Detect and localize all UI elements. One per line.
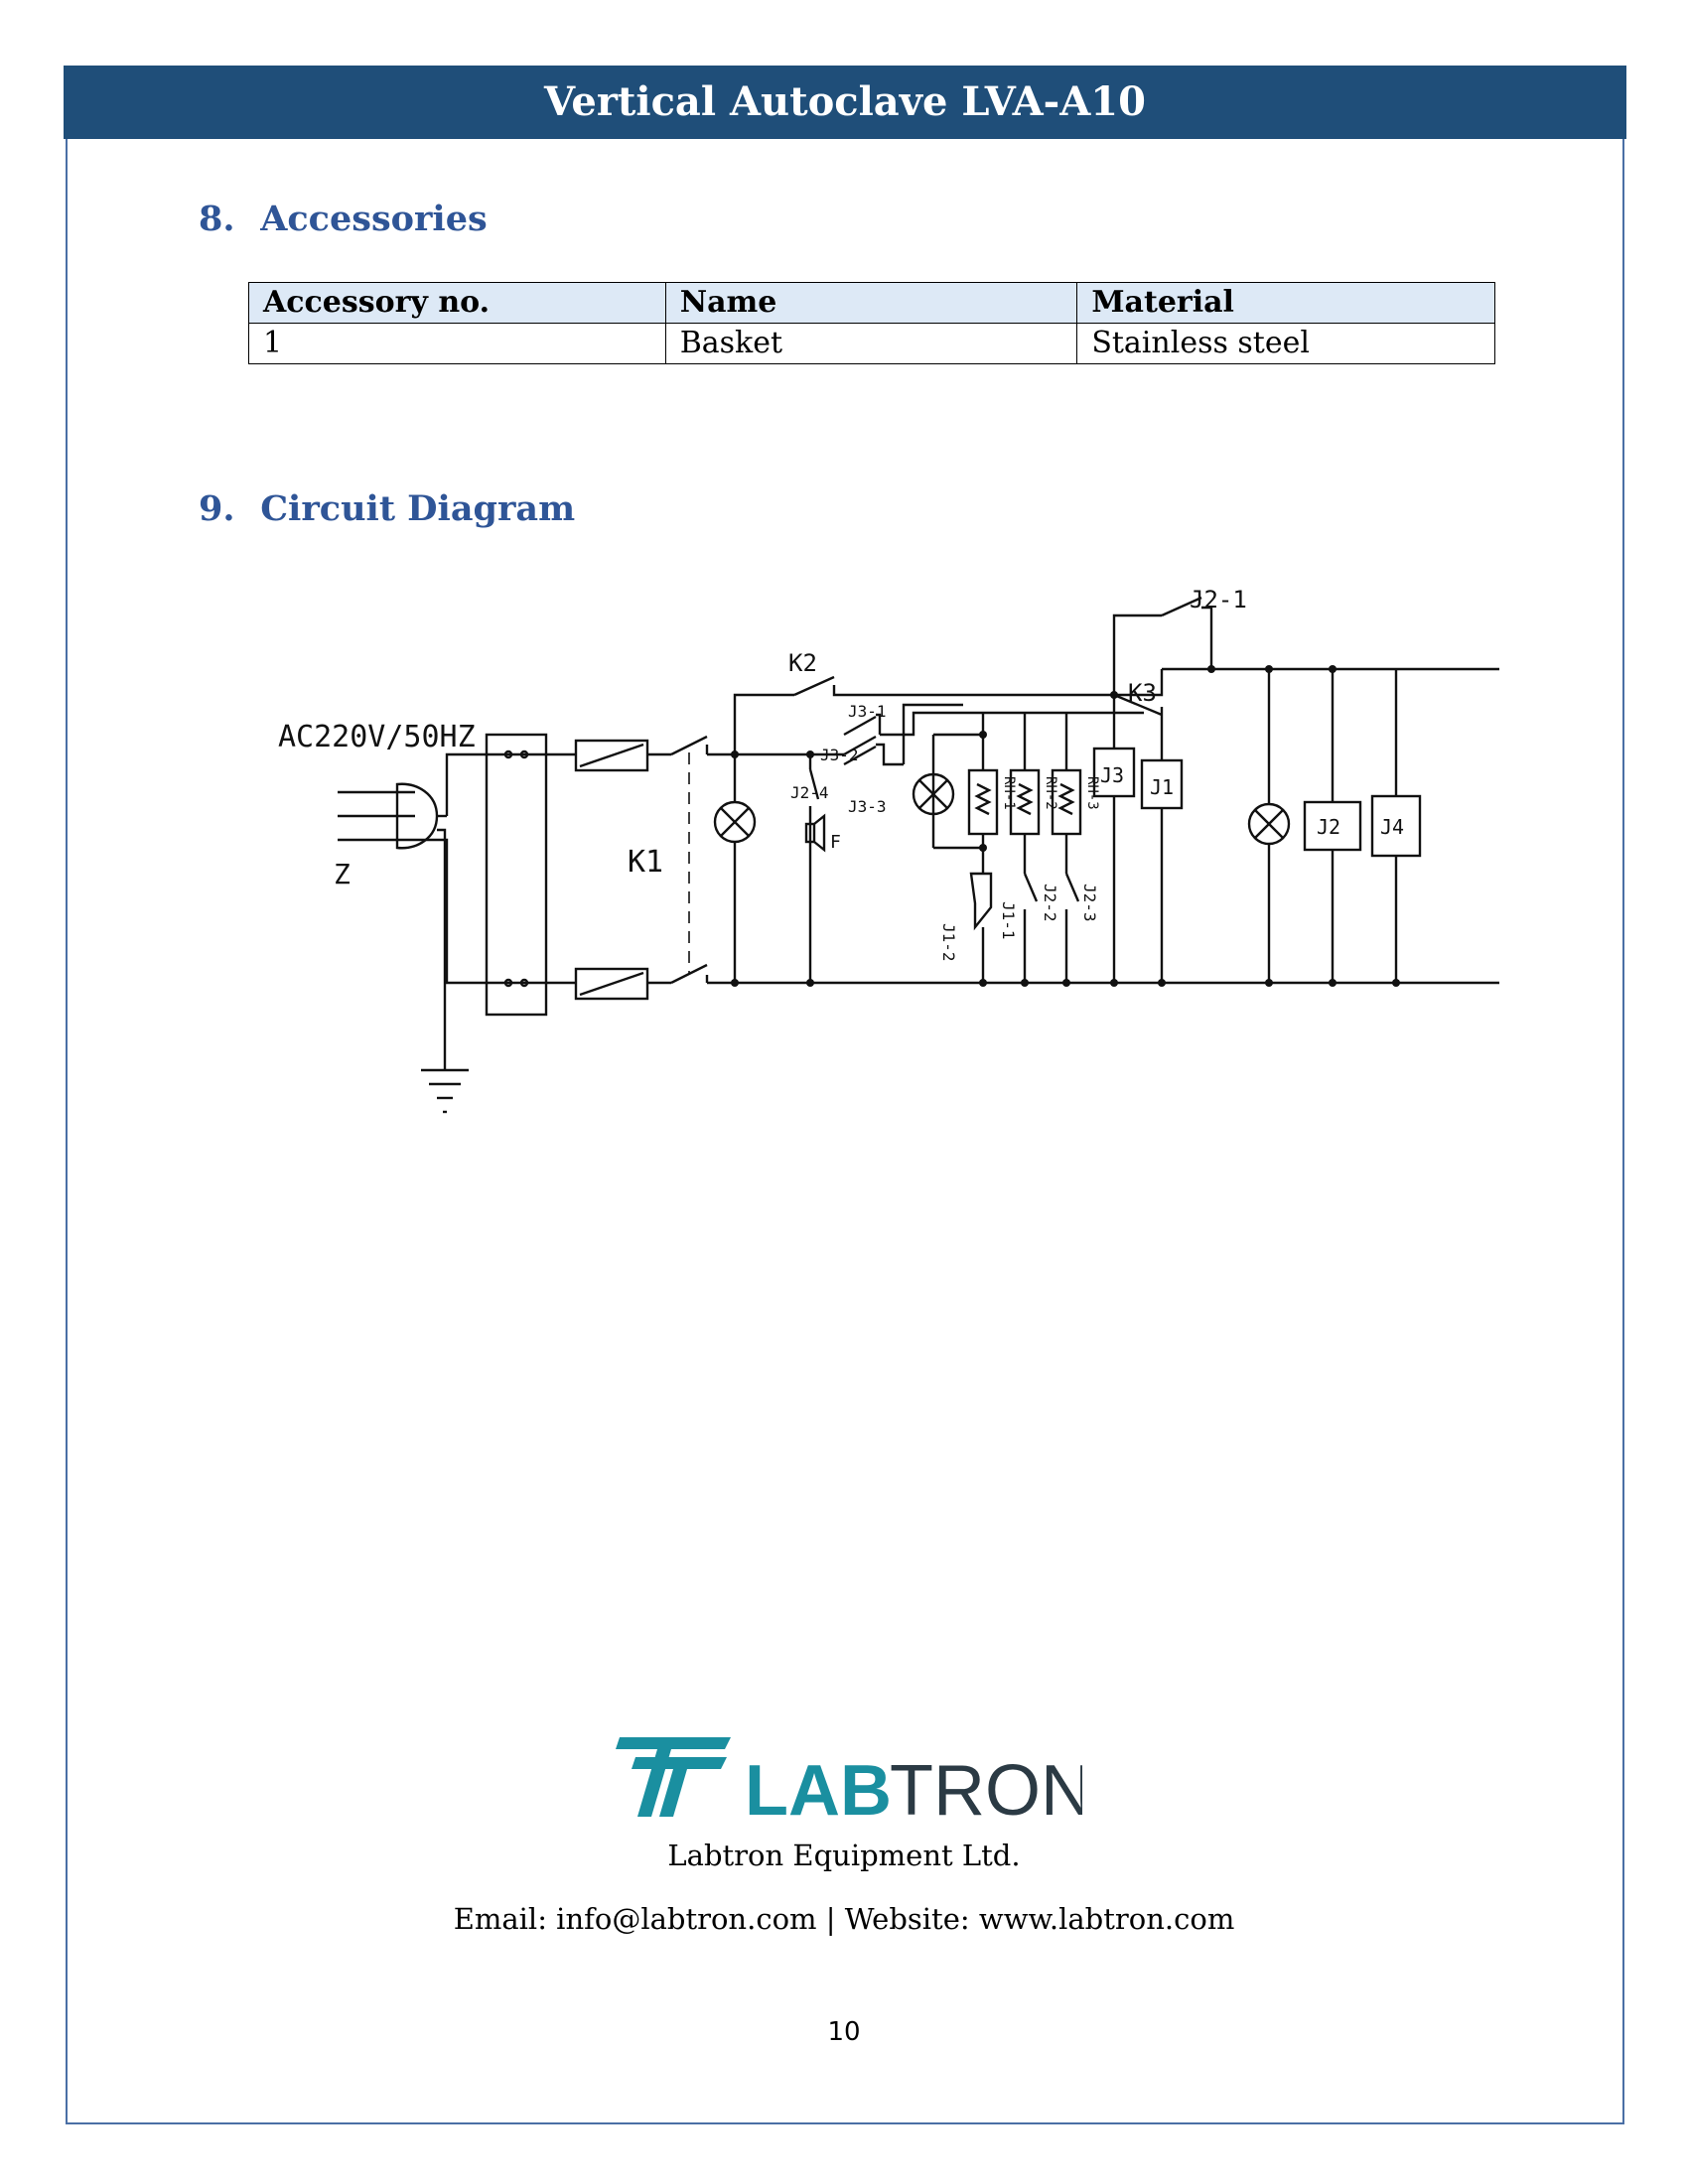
- label-j1: J1: [1150, 775, 1174, 799]
- label-j2: J2: [1317, 815, 1340, 839]
- label-j2-1: J2-1: [1190, 586, 1247, 614]
- page-header-banner: Vertical Autoclave LVA-A10: [64, 66, 1626, 139]
- label-k1: K1: [628, 845, 663, 880]
- label-j3-2: J3-2: [820, 746, 859, 764]
- relay-coils-j3-j1: [1092, 695, 1184, 983]
- label-rh-1: RH-1: [1001, 776, 1017, 810]
- accessories-table: Accessory no. Name Material 1 Basket Sta…: [248, 282, 1495, 364]
- label-j2-4: J2-4: [790, 783, 829, 802]
- table-cell: Stainless steel: [1076, 323, 1495, 364]
- labtron-logo: LAB TRON: [616, 1735, 1092, 1831]
- section-title-circuit-diagram: 9. Circuit Diagram: [199, 488, 575, 529]
- column-header: Material: [1076, 282, 1495, 324]
- label-j3-1: J3-1: [848, 702, 887, 721]
- plug-symbol: [338, 752, 487, 1062]
- right-branch: [1247, 669, 1422, 983]
- circuit-diagram: AC220V/50HZ Z K1 K2 K3 J2-1 J3-1 J3-2 J3…: [268, 586, 1529, 1142]
- labtron-logo-mark: LAB TRON: [616, 1737, 1092, 1831]
- label-plug: Z: [334, 858, 351, 890]
- fuse-bottom: [574, 967, 671, 1001]
- indicator-lamp: [713, 754, 757, 983]
- table-header-row: Accessory no. Name Material: [248, 282, 1495, 324]
- label-j1-2: J1-2: [939, 923, 958, 962]
- ground-symbol: [421, 1062, 469, 1114]
- circuit-diagram-svg: AC220V/50HZ Z K1 K2 K3 J2-1 J3-1 J3-2 J3…: [278, 586, 1499, 1114]
- heater-block: [904, 711, 1144, 983]
- logo-text-tron: TRON: [890, 1751, 1082, 1825]
- label-k2: K2: [788, 649, 817, 677]
- label-k3: K3: [1128, 679, 1157, 707]
- label-j1-1: J1-1: [999, 901, 1018, 940]
- column-header: Accessory no.: [248, 282, 666, 324]
- section-number: 8.: [199, 199, 235, 239]
- terminal-block: [485, 733, 576, 1017]
- label-j4: J4: [1380, 815, 1404, 839]
- label-f: F: [830, 832, 841, 853]
- logo-text-lab: LAB: [745, 1751, 892, 1825]
- buzzer-branch: [804, 754, 826, 983]
- junction-dots: [731, 665, 1400, 987]
- table-cell: Basket: [664, 323, 1078, 364]
- page-number: 10: [827, 2017, 861, 2047]
- label-rh-2: RH-2: [1043, 776, 1058, 810]
- table-row: 1 Basket Stainless steel: [248, 323, 1495, 364]
- section-title-text: Circuit Diagram: [260, 488, 576, 529]
- section-title-accessories: 8. Accessories: [199, 199, 488, 239]
- section-title-text: Accessories: [260, 199, 488, 239]
- label-j2-3: J2-3: [1080, 884, 1099, 922]
- main-switch-k1: [670, 735, 709, 985]
- label-supply: AC220V/50HZ: [278, 720, 476, 754]
- contact-info: Email: info@labtron.com | Website: www.l…: [453, 1902, 1235, 1936]
- label-j2-2: J2-2: [1041, 884, 1059, 922]
- label-rh-3: RH-3: [1084, 776, 1100, 810]
- label-j3-3: J3-3: [848, 797, 887, 816]
- table-cell: 1: [248, 323, 666, 364]
- fuse-top: [574, 739, 671, 772]
- section-number: 9.: [199, 488, 235, 529]
- label-j3: J3: [1100, 763, 1124, 787]
- relay-contacts-j3: [810, 703, 963, 766]
- company-name: Labtron Equipment Ltd.: [667, 1839, 1021, 1872]
- column-header: Name: [664, 282, 1078, 324]
- switch-k3-and-j2-1: [1112, 596, 1213, 725]
